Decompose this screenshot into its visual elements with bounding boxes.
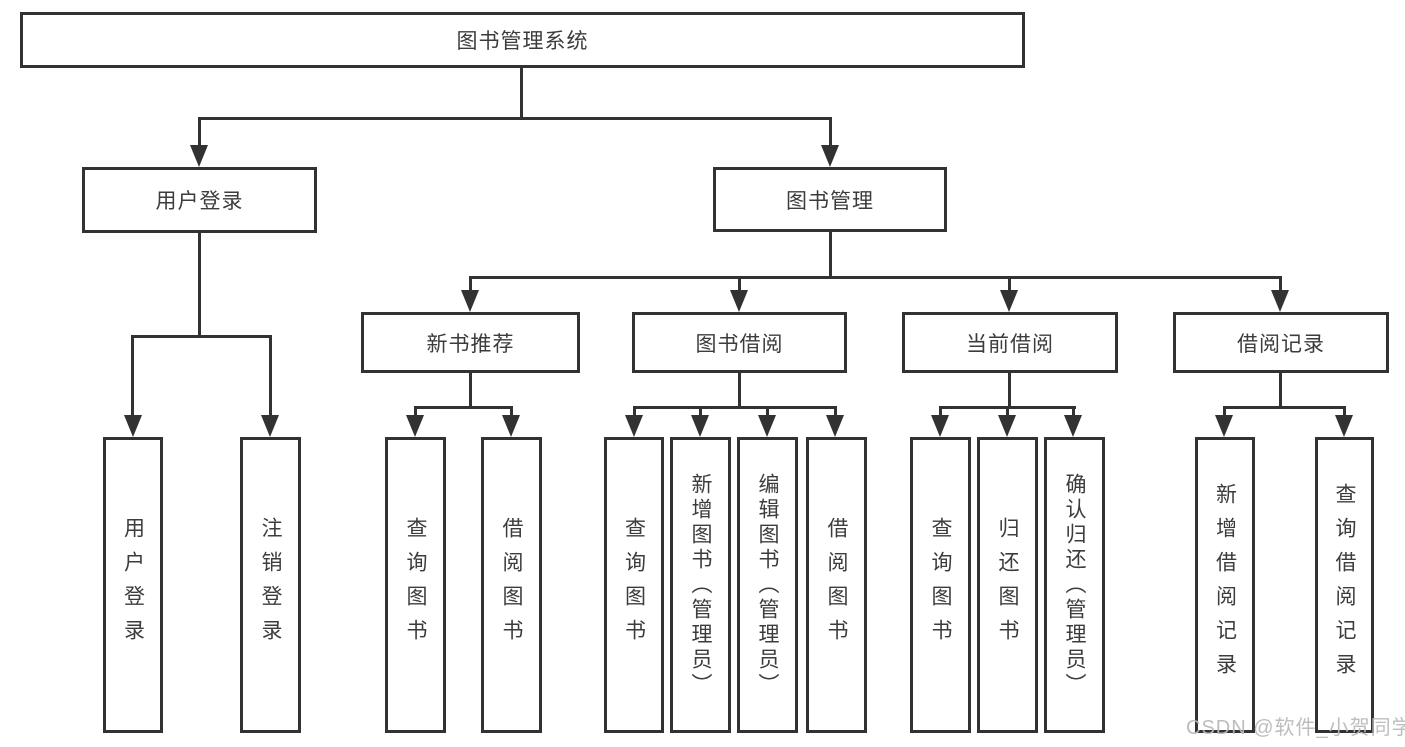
- node-label: 图书借阅: [695, 332, 784, 356]
- leaf-label: 查询借阅记录: [1333, 483, 1356, 687]
- node-label: 借阅记录: [1237, 332, 1325, 356]
- node-user-login: 用户登录: [82, 167, 317, 233]
- connector-line: [829, 117, 832, 147]
- node-borrow-records: 借阅记录: [1173, 312, 1389, 373]
- connector-line: [1008, 276, 1011, 292]
- connector-line: [510, 406, 513, 418]
- arrow-down-icon: [931, 415, 949, 437]
- arrow-down-icon: [1271, 290, 1289, 312]
- connector-line: [939, 406, 942, 418]
- leaf-label: 新增借阅记录: [1213, 483, 1237, 687]
- leaf-label: 编辑图书（管理员）: [756, 472, 779, 698]
- leaf-add-book-admin: 新增图书（管理员）: [670, 437, 731, 733]
- leaf-label: 用户登录: [121, 517, 145, 653]
- connector-line: [520, 68, 523, 119]
- arrow-down-icon: [826, 415, 844, 437]
- node-book-borrow: 图书借阅: [632, 312, 847, 373]
- connector-line: [633, 406, 837, 409]
- connector-line: [198, 117, 832, 120]
- leaf-label: 查询图书: [929, 517, 952, 653]
- leaf-add-borrow-record: 新增借阅记录: [1195, 437, 1255, 733]
- connector-line: [469, 276, 1282, 279]
- leaf-edit-book-admin: 编辑图书（管理员）: [737, 437, 798, 733]
- connector-line: [699, 406, 702, 418]
- connector-line: [1343, 406, 1346, 418]
- node-label: 图书管理: [786, 189, 874, 213]
- leaf-borrow-books-recommend: 借阅图书: [481, 437, 542, 733]
- arrow-down-icon: [1000, 290, 1018, 312]
- connector-line: [1223, 406, 1345, 409]
- node-label: 图书管理系统: [456, 30, 589, 53]
- leaf-label: 借阅图书: [500, 517, 523, 653]
- arrow-down-icon: [821, 145, 839, 167]
- node-label: 用户登录: [155, 190, 244, 213]
- leaf-query-books-current: 查询图书: [910, 437, 971, 733]
- node-current-borrow: 当前借阅: [902, 312, 1118, 373]
- arrow-down-icon: [998, 415, 1016, 437]
- arrow-down-icon: [625, 415, 643, 437]
- connector-line: [834, 406, 837, 418]
- leaf-query-borrow-record: 查询借阅记录: [1315, 437, 1374, 733]
- connector-line: [131, 335, 134, 416]
- connector-line: [829, 232, 832, 279]
- connector-line: [269, 335, 272, 416]
- leaf-label: 注销登录: [259, 517, 282, 653]
- arrow-down-icon: [691, 415, 709, 437]
- leaf-label: 新增图书（管理员）: [689, 472, 712, 698]
- leaf-user-login: 用户登录: [103, 437, 163, 733]
- arrow-down-icon: [124, 415, 142, 437]
- leaf-label: 归还图书: [996, 517, 1019, 653]
- connector-line: [1223, 406, 1226, 418]
- leaf-label: 查询图书: [404, 517, 427, 653]
- leaf-logout: 注销登录: [240, 437, 301, 733]
- connector-line: [469, 373, 472, 409]
- csdn-watermark: CSDN @软件_小贺同学: [1186, 717, 1405, 739]
- arrow-down-icon: [461, 290, 479, 312]
- connector-line: [1072, 406, 1075, 418]
- connector-line: [1279, 373, 1282, 409]
- leaf-return-book: 归还图书: [977, 437, 1038, 733]
- connector-line: [131, 335, 272, 338]
- arrow-down-icon: [190, 145, 208, 167]
- leaf-borrow-books: 借阅图书: [806, 437, 867, 733]
- leaf-query-books-recommend: 查询图书: [385, 437, 446, 733]
- arrow-down-icon: [406, 415, 424, 437]
- node-label: 当前借阅: [966, 332, 1054, 356]
- arrow-down-icon: [502, 415, 520, 437]
- arrow-down-icon: [730, 290, 748, 312]
- connector-line: [738, 373, 741, 409]
- connector-line: [738, 276, 741, 292]
- connector-line: [414, 406, 513, 409]
- node-system-root: 图书管理系统: [20, 12, 1025, 68]
- connector-line: [1008, 373, 1011, 409]
- connector-line: [1006, 406, 1009, 418]
- connector-line: [766, 406, 769, 418]
- leaf-query-books-borrow: 查询图书: [604, 437, 664, 733]
- leaf-label: 借阅图书: [825, 517, 848, 653]
- connector-line: [633, 406, 636, 418]
- node-label: 新书推荐: [426, 332, 515, 356]
- connector-line: [1279, 276, 1282, 292]
- arrow-down-icon: [1064, 415, 1082, 437]
- connector-line: [198, 117, 201, 147]
- leaf-confirm-return-admin: 确认归还（管理员）: [1044, 437, 1105, 733]
- connector-line: [198, 233, 201, 338]
- arrow-down-icon: [1335, 415, 1353, 437]
- arrow-down-icon: [1215, 415, 1233, 437]
- arrow-down-icon: [261, 415, 279, 437]
- connector-line: [469, 276, 472, 292]
- node-book-management: 图书管理: [713, 167, 947, 232]
- leaf-label: 查询图书: [622, 517, 646, 653]
- leaf-label: 确认归还（管理员）: [1063, 472, 1086, 698]
- connector-line: [414, 406, 417, 418]
- node-new-book-recommend: 新书推荐: [361, 312, 580, 373]
- arrow-down-icon: [758, 415, 776, 437]
